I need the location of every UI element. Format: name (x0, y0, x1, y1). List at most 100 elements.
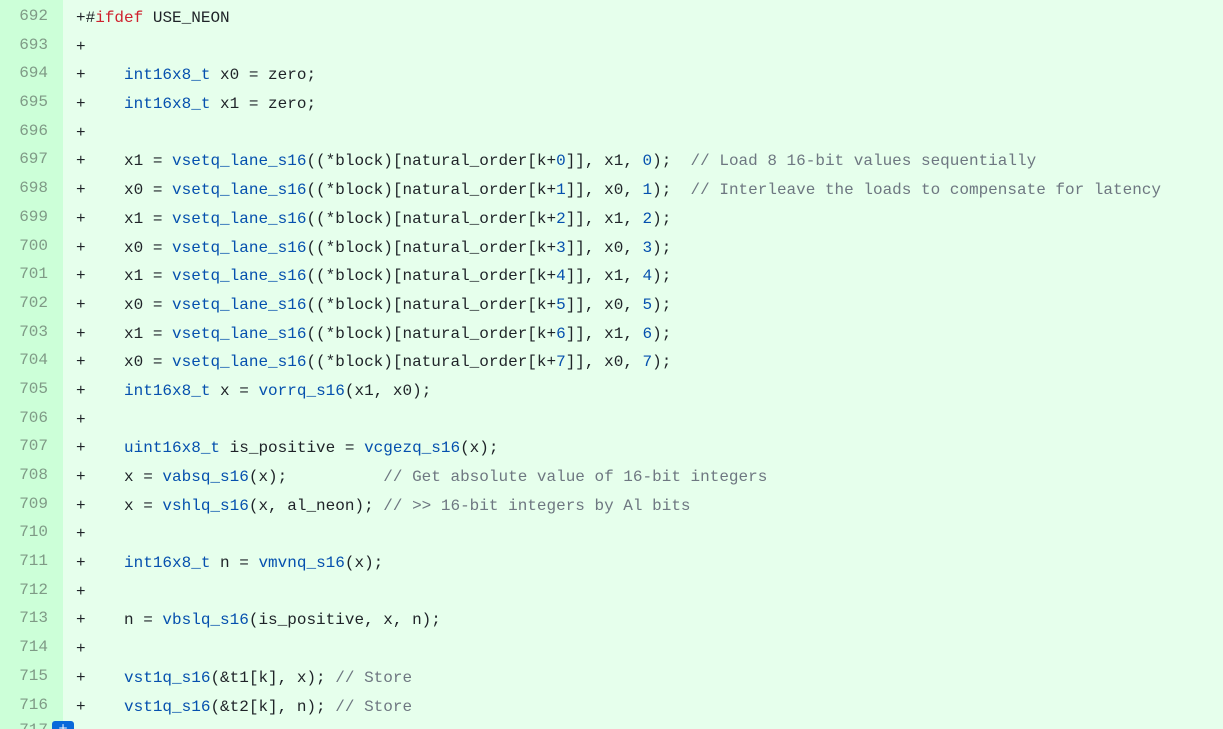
diff-line[interactable]: 708+ x = vabsq_s16(x); // Get absolute v… (0, 463, 1223, 492)
code-token: vsetq_lane_s16 (172, 181, 307, 200)
diff-line[interactable]: 692 +#ifdef USE_NEON (0, 4, 1223, 33)
line-number[interactable]: 711 (19, 552, 48, 571)
added-marker: + (76, 410, 86, 429)
diff-line[interactable]: 704+ x0 = vsetq_lane_s16((*block)[natura… (0, 348, 1223, 377)
diff-line[interactable]: 702+ x0 = vsetq_lane_s16((*block)[natura… (0, 291, 1223, 320)
added-marker: + (76, 123, 86, 142)
diff-line[interactable]: 706 + (0, 406, 1223, 435)
code-token: (x); (344, 554, 384, 573)
code-token (86, 554, 124, 572)
code-token (86, 698, 124, 716)
line-number[interactable]: 694 (19, 64, 48, 83)
line-number[interactable]: 693 (19, 35, 48, 54)
diff-line[interactable]: 716+ vst1q_s16(&t2[k], n); // Store (0, 693, 1223, 722)
line-number[interactable]: 706 (19, 408, 48, 427)
code-token: // Interleave the loads to compensate fo… (690, 181, 1162, 200)
diff-line[interactable]: 712 + (0, 578, 1223, 607)
diff-line[interactable]: 705+ int16x8_t x = vorrq_s16(x1, x0); (0, 377, 1223, 406)
line-number[interactable]: 698 (19, 179, 48, 198)
diff-line[interactable]: 694+ int16x8_t x0 = zero; (0, 61, 1223, 90)
diff-line[interactable]: 700+ x0 = vsetq_lane_s16((*block)[natura… (0, 234, 1223, 263)
added-marker: + (76, 267, 86, 286)
code-token: // Get absolute value of 16-bit integers (383, 468, 768, 486)
added-marker: + (76, 66, 86, 85)
line-number[interactable]: 700 (19, 236, 48, 255)
code-token: ]], x1, (565, 152, 643, 171)
code-token: 3 (556, 238, 566, 257)
code-token: // >> 16-bit integers by Al bits (383, 496, 691, 515)
code-token: vsetq_lane_s16 (172, 324, 307, 343)
diff-line[interactable]: 698 + x0 = vsetq_lane_s16((*block)[natura… (0, 176, 1223, 205)
diff-line[interactable]: 711+ int16x8_t n = vmvnq_s16(x); (0, 549, 1223, 578)
line-number[interactable]: 695 (19, 93, 48, 112)
code-text: + x1 = vsetq_lane_s16((*block)[natural_o… (76, 320, 671, 349)
line-number[interactable]: 707 (19, 437, 48, 456)
code-token: int16x8_t (124, 381, 211, 400)
line-number[interactable]: 705 (19, 379, 48, 398)
diff-line[interactable]: 699+ x1 = vsetq_lane_s16((*block)[natura… (0, 205, 1223, 234)
code-token: ((*block)[natural_order[k+ (306, 267, 557, 286)
code-text: + x0 = vsetq_lane_s16((*block)[natural_o… (76, 176, 1161, 205)
code-token: 0 (556, 152, 566, 171)
line-number[interactable]: 716 (19, 695, 48, 714)
added-marker: + (76, 582, 86, 601)
code-token: vsetq_lane_s16 (172, 238, 307, 257)
code-token: ((*block)[natural_order[k+ (306, 295, 557, 314)
code-token: 1 (556, 181, 566, 200)
comment-add-button[interactable]: + (52, 721, 74, 729)
code-token: x1 = (85, 152, 173, 171)
added-marker: + (76, 697, 86, 716)
line-number[interactable]: 710 (19, 523, 48, 542)
code-token: 6 (556, 324, 566, 343)
line-number[interactable]: 715 (19, 666, 48, 685)
code-token: is_positive = (220, 439, 365, 458)
line-number[interactable]: 699 (19, 207, 48, 226)
code-token: 4 (556, 267, 566, 286)
line-number[interactable]: 697 (19, 150, 48, 169)
added-marker: + (76, 181, 86, 200)
diff-line[interactable]: 693 + (0, 33, 1223, 62)
line-number[interactable]: 708 (19, 466, 48, 484)
line-number[interactable]: 712 (19, 580, 48, 599)
line-number[interactable]: 701 (19, 265, 48, 284)
diff-line[interactable]: 714+ (0, 635, 1223, 664)
line-number[interactable]: 703 (19, 322, 48, 341)
code-text: + uint16x8_t is_positive = vcgezq_s16(x)… (76, 434, 498, 463)
diff-line[interactable]: 696 + (0, 119, 1223, 148)
code-text: + int16x8_t x1 = zero; (76, 90, 316, 119)
diff-line[interactable]: 703 + x1 = vsetq_lane_s16((*block)[natura… (0, 320, 1223, 349)
diff-line[interactable]: 709 + x = vshlq_s16(x, al_neon); // >> 16… (0, 492, 1223, 521)
code-token: 3 (642, 238, 653, 257)
diff-line[interactable]: 715+ vst1q_s16(&t1[k], x); // Store (0, 664, 1223, 693)
line-number[interactable]: 709 (19, 494, 48, 513)
code-token: ]], x1, (565, 324, 643, 343)
added-marker: + (76, 152, 86, 171)
line-number[interactable]: 714 (19, 638, 48, 657)
diff-line[interactable]: 707 + uint16x8_t is_positive = vcgezq_s16… (0, 434, 1223, 463)
diff-line[interactable]: 710+ (0, 520, 1223, 549)
code-token: x1 = zero; (210, 95, 317, 114)
diff-line[interactable]: 701+ x1 = vsetq_lane_s16((*block)[natura… (0, 262, 1223, 291)
code-token: (x); (460, 439, 499, 458)
line-number[interactable]: 692 (19, 7, 48, 25)
added-marker: + (76, 554, 86, 573)
line-number[interactable]: 704 (19, 351, 48, 370)
line-number[interactable]: 696 (19, 121, 48, 140)
code-text: + x = vshlq_s16(x, al_neon); // >> 16-bi… (76, 492, 691, 521)
diff-line[interactable]: 697+ x1 = vsetq_lane_s16((*block)[natura… (0, 147, 1223, 176)
code-token: 4 (642, 267, 653, 286)
line-number[interactable]: 702 (19, 293, 48, 312)
diff-line[interactable]: 713+ n = vbslq_s16(is_positive, x, n); (0, 606, 1223, 635)
diff-line[interactable]: 695 + int16x8_t x1 = zero; (0, 90, 1223, 119)
code-text: +#ifdef USE_NEON (76, 4, 230, 33)
code-token: ((*block)[natural_order[k+ (306, 209, 557, 228)
code-token: ((*block)[natural_order[k+ (306, 324, 557, 343)
code-token: (x1, x0); (344, 381, 432, 400)
code-token: int16x8_t (124, 95, 211, 114)
code-text: + (76, 33, 86, 62)
code-token: 5 (556, 295, 566, 314)
line-number[interactable]: 713 (19, 609, 48, 628)
added-marker: + (76, 295, 86, 314)
code-token: ]], x1, (565, 209, 643, 228)
code-token: (&t1[k], x); (210, 668, 336, 687)
